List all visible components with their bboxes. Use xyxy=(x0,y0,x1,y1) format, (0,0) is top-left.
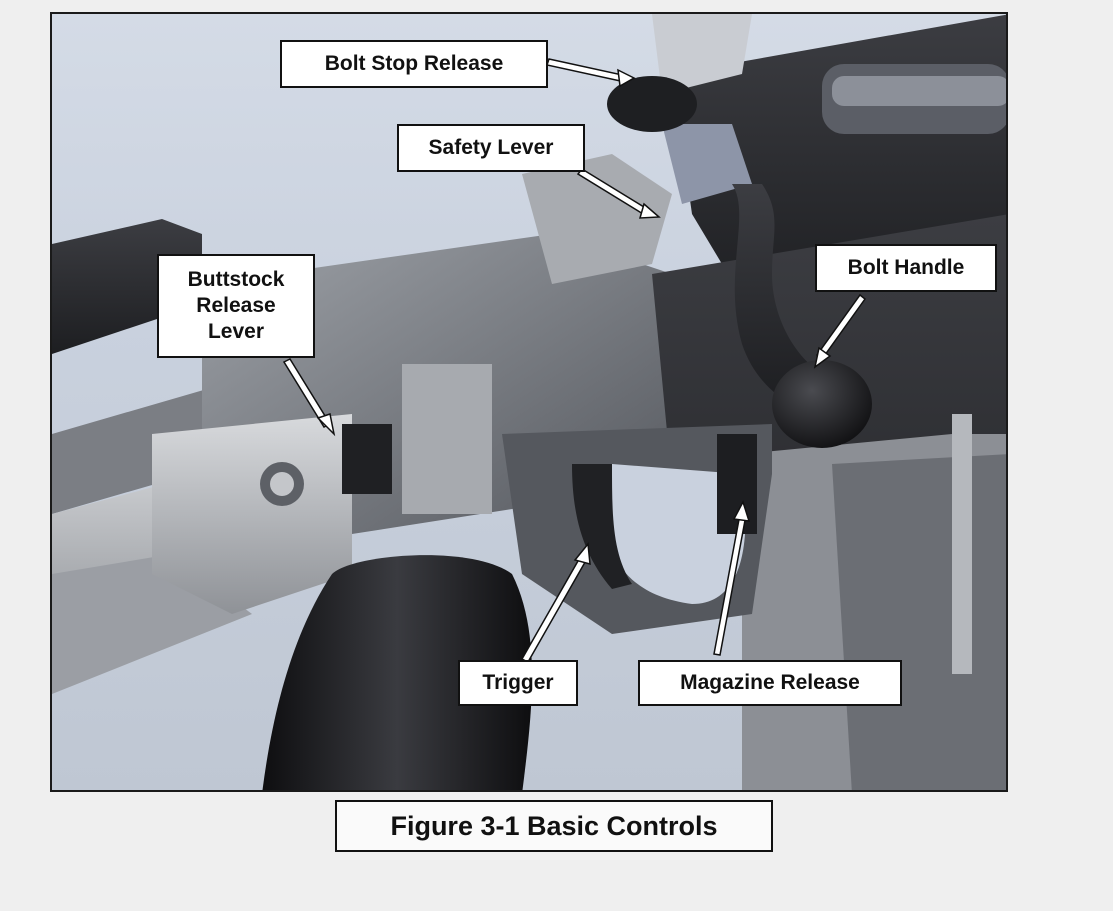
callout-safety-lever: Safety Lever xyxy=(397,124,585,172)
figure-caption: Figure 3-1 Basic Controls xyxy=(335,800,773,852)
rifle-illustration xyxy=(52,14,1006,790)
bleed-through-text xyxy=(1012,40,1112,57)
callout-trigger: Trigger xyxy=(458,660,578,706)
callout-magazine-release: Magazine Release xyxy=(638,660,902,706)
figure-image: Bolt Stop Release Safety Lever Buttstock… xyxy=(50,12,1008,792)
callout-buttstock-release-lever: Buttstock Release Lever xyxy=(157,254,315,358)
callout-bolt-handle: Bolt Handle xyxy=(815,244,997,292)
callout-bolt-stop-release: Bolt Stop Release xyxy=(280,40,548,88)
